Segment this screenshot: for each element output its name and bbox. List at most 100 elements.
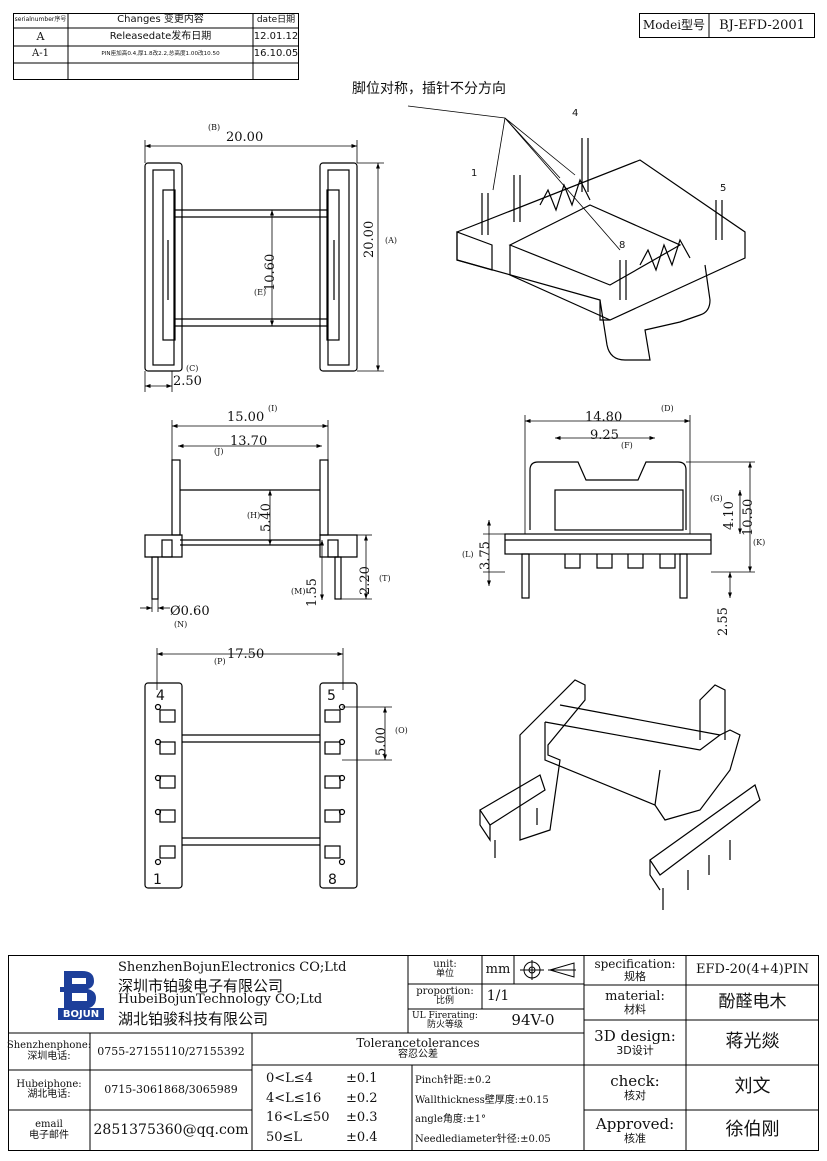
dim-c-value: 2.50 — [173, 374, 202, 389]
dim-d-value: 14.80 — [585, 410, 623, 425]
email-value: 2851375360@qq.com — [93, 1122, 249, 1139]
row-serial: A-1 — [32, 48, 49, 60]
dim-b-label: (B) — [208, 123, 221, 132]
tolerance-title-en: Tolerancetolerances — [356, 1036, 480, 1051]
top-view — [144, 162, 358, 372]
tolerance-value: ±0.3 — [346, 1110, 378, 1125]
dim-j-label: (J) — [214, 447, 224, 456]
tolerance-value: ±0.1 — [346, 1071, 378, 1086]
dim-h-label: (H) — [247, 511, 261, 520]
contact-label-en: email — [35, 1119, 63, 1130]
fire-label-en: UL Firerating: — [412, 1010, 478, 1021]
model-label: Modei型号 — [642, 18, 706, 33]
check-label: check: 核对 — [584, 1065, 686, 1110]
contact-label-en: Hubeiphone: — [16, 1078, 82, 1090]
side-view — [504, 461, 712, 599]
header-changes: Changes 变更内容 — [117, 14, 204, 26]
tolerance-note: Needlediameter针径:±0.05 — [415, 1133, 551, 1145]
header-date: date日期 — [256, 14, 296, 25]
projection-symbol-icon — [520, 960, 576, 980]
approved-label-en: Approved: — [595, 1114, 675, 1133]
model-box: Modei型号 BJ-EFD-2001 — [639, 13, 815, 38]
shenzhen-phone-value: 0755-27155110/27155392 — [97, 1044, 245, 1058]
row-date: 16.10.05 — [253, 48, 299, 60]
tolerance-range: 0<L≤4 — [266, 1071, 313, 1086]
dim-d-label: (D) — [661, 404, 674, 413]
dim-g-label: (G) — [710, 494, 723, 503]
dim-e-value: 10.60 — [263, 253, 278, 291]
spec-label: specification: 规格 — [584, 955, 686, 985]
dim-j-value: 13.70 — [230, 434, 268, 449]
tolerance-title-cn: 容忍公差 — [398, 1049, 438, 1061]
iso-view-top — [407, 105, 746, 361]
material-label-cn: 材料 — [624, 1002, 646, 1016]
technical-drawing — [140, 105, 761, 910]
email-label: email 电子邮件 — [8, 1110, 90, 1151]
dim-f-label: (F) — [621, 441, 633, 450]
dim-p-label: (P) — [214, 657, 226, 666]
header-serial: serialnumber序号 — [14, 16, 67, 24]
pin-label: 4 — [156, 688, 165, 704]
unit-value: mm — [485, 961, 511, 977]
material-label: material: 材料 — [584, 985, 686, 1020]
material-label-en: material: — [605, 988, 665, 1004]
dim-i-value: 15.00 — [227, 410, 265, 425]
dim-p-value: 17.50 — [227, 647, 265, 662]
tolerance-notes: Pinch针距:±0.2 Wallthickness壁厚度:±0.15 angl… — [415, 1071, 551, 1149]
dim-k-label: (K) — [753, 538, 766, 547]
revision-table-grid — [13, 13, 299, 80]
dim-o-value: 5.00 — [374, 727, 389, 756]
dim-b-value: 20.00 — [226, 130, 264, 145]
bottom-view — [144, 682, 358, 889]
spec-label-cn: 规格 — [624, 969, 646, 983]
check-label-en: check: — [610, 1071, 660, 1090]
company-en-2: HubeiBojunTechnology CO;Ltd — [118, 992, 323, 1007]
dim-m-value: 1.55 — [305, 578, 320, 607]
dim-e-label: (E) — [254, 288, 267, 297]
front-view — [144, 459, 358, 600]
model-box-frame — [639, 13, 815, 38]
check-label-cn: 核对 — [624, 1088, 646, 1102]
design-value: 蒋光燚 — [725, 1031, 780, 1053]
dim-a-value: 20.00 — [362, 220, 377, 258]
tolerance-value: ±0.4 — [346, 1129, 378, 1145]
proportion-label-en: proportion: — [416, 985, 474, 997]
iso-view-bottom — [479, 679, 761, 910]
design-label: 3D design: 3D设计 — [584, 1020, 686, 1065]
proportion-label: proportion: 比例 — [408, 984, 482, 1009]
design-label-cn: 3D设计 — [616, 1043, 654, 1057]
tolerance-range: 4<L≤16 — [266, 1090, 322, 1106]
dim-k-value: 10.50 — [741, 498, 756, 536]
contact-label-cn: 湖北电话: — [27, 1089, 71, 1100]
pin-symmetry-note: 脚位对称，插针不分方向 — [352, 81, 506, 97]
tolerance-note: angle角度:±1° — [415, 1114, 487, 1125]
contact-label-cn: 深圳电话: — [27, 1050, 71, 1062]
logo-text: BOJUN — [58, 1008, 104, 1020]
design-label-en: 3D design: — [594, 1026, 676, 1045]
dim-t-label: (T) — [379, 574, 391, 583]
dim-s-value: 2.55 — [716, 607, 731, 636]
tolerance-ranges: 0<L≤4 4<L≤16 16<L≤50 50≤L — [266, 1069, 330, 1147]
top-view-dimensions — [144, 140, 384, 392]
front-view-dimensions — [140, 420, 372, 612]
tolerance-range: 50≤L — [266, 1129, 303, 1145]
dim-n-label: (N) — [174, 620, 188, 629]
fire-rating-label: UL Firerating: 防火等级 — [408, 1009, 482, 1033]
dim-f-value: 9.25 — [590, 428, 619, 443]
tolerance-value: ±0.2 — [346, 1090, 378, 1106]
pin-label: 5 — [327, 688, 336, 704]
hubei-phone-label: Hubeiphone: 湖北电话: — [8, 1070, 90, 1110]
dim-l-value: 3.75 — [478, 541, 493, 570]
company-en-1: ShenzhenBojunElectronics CO;Ltd — [118, 960, 347, 975]
tolerance-range: 16<L≤50 — [266, 1110, 330, 1125]
shenzhen-phone-label: Shenzhenphone: 深圳电话: — [7, 1033, 91, 1070]
company-cn-2: 湖北铂骏科技有限公司 — [118, 1010, 269, 1028]
row-serial: A — [36, 30, 45, 44]
dim-i-label: (I) — [268, 404, 278, 413]
pin-label: 5 — [720, 183, 727, 194]
revision-table: serialnumber序号 Changes 变更内容 date日期 A Rel… — [13, 13, 299, 80]
proportion-label-cn: 比例 — [435, 996, 454, 1007]
unit-label-en: unit: — [433, 958, 457, 970]
proportion-value: 1/1 — [486, 988, 510, 1005]
hubei-phone-value: 0715-3061868/3065989 — [104, 1083, 238, 1097]
